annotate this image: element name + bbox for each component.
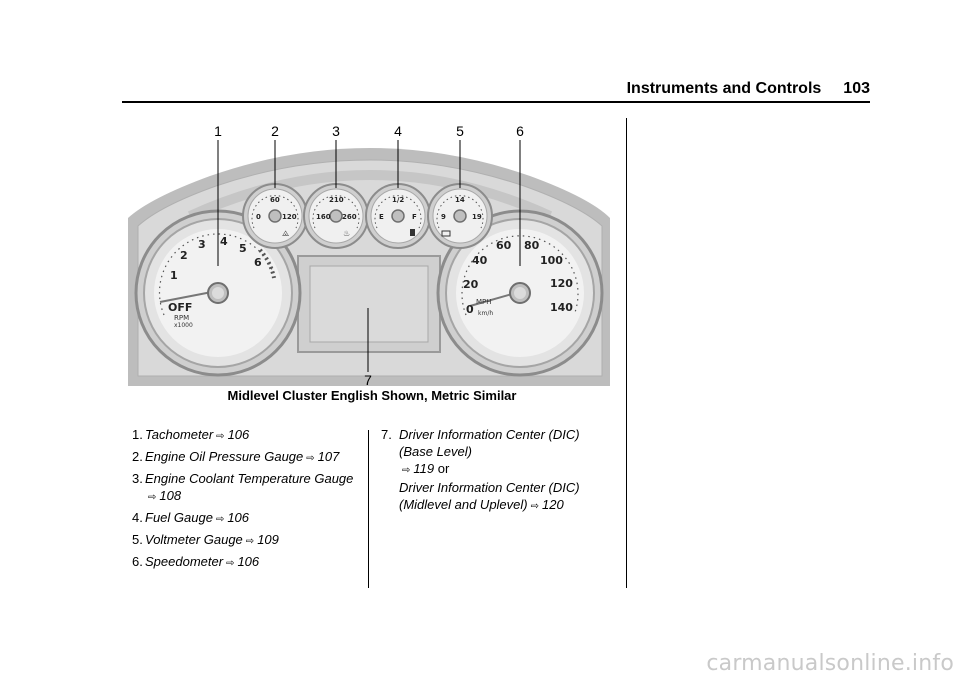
watermark: carmanualsonline.info [706,651,954,676]
callout-1: 1 [214,123,222,139]
fuel-tick-f: F [412,213,417,221]
oil-tick-0: 0 [256,213,261,221]
list-item: 7. Driver Information Center (DIC) (Base… [381,426,611,515]
tach-tick-1: 1 [170,269,178,282]
list-item: 5.Voltmeter Gauge109 [132,531,362,550]
callout-2: 2 [271,123,279,139]
speedometer: 0 20 40 60 80 100 120 140 MPH km/h [436,209,604,377]
link-tachometer[interactable]: Tachometer [145,427,214,442]
list-column-rule [368,430,369,588]
header-rule [122,101,870,103]
instrument-cluster-figure: OFF 1 2 3 4 5 6 RPM x1000 0 20 40 60 80 … [128,123,610,388]
speed-unit-metric: km/h [478,310,493,317]
speed-tick-20: 20 [463,278,479,291]
page-ref[interactable]: 106 [213,427,249,442]
oil-tick-60: 60 [270,196,280,204]
page-ref[interactable]: 106 [223,554,259,569]
oil-can-icon: ⨻ [282,229,289,238]
list-item: 6.Speedometer106 [132,553,362,572]
running-header: Instruments and Controls 103 [627,80,870,98]
section-title: Instruments and Controls [626,80,822,97]
callout-6: 6 [516,123,524,139]
callout-3: 3 [332,123,340,139]
callout-legend-right: 7. Driver Information Center (DIC) (Base… [381,426,611,518]
battery-icon [441,230,451,237]
volt-tick-14: 14 [455,196,465,204]
conjunction: or [437,461,450,476]
link-oil-pressure-gauge[interactable]: Engine Oil Pressure Gauge [145,449,304,464]
list-item: 4.Fuel Gauge106 [132,509,362,528]
page-ref[interactable]: 109 [243,532,279,547]
page-ref[interactable]: 106 [213,510,249,525]
speed-tick-60: 60 [496,239,512,252]
tach-tick-4: 4 [220,235,228,248]
page-ref[interactable]: 120 [528,497,564,512]
tach-tick-2: 2 [180,249,188,262]
tach-tick-5: 5 [239,242,247,255]
list-item: 2.Engine Oil Pressure Gauge107 [132,448,362,467]
page-ref[interactable]: 108 [145,488,181,503]
speed-tick-120: 120 [550,277,573,290]
tach-tick-6: 6 [254,256,262,269]
link-speedometer[interactable]: Speedometer [145,554,224,569]
tach-unit: RPM [174,314,189,322]
page-number: 103 [843,80,870,97]
speed-tick-80: 80 [524,239,540,252]
volt-tick-9: 9 [441,213,446,221]
page-ref[interactable]: 119 [399,461,434,476]
link-coolant-gauge[interactable]: Engine Coolant Temperature Gauge [145,471,354,486]
callout-7: 7 [364,372,372,388]
coolant-tick-160: 160 [316,213,331,221]
figure-caption: Midlevel Cluster English Shown, Metric S… [227,388,517,403]
thermometer-icon: ♨ [343,229,350,238]
dic-display [309,265,429,343]
callout-4: 4 [394,123,402,139]
speed-tick-40: 40 [472,254,488,267]
oil-pressure-gauge: 0 60 120 ⨻ [242,183,308,249]
fuel-gauge: E 1/2 F [365,183,431,249]
link-fuel-gauge[interactable]: Fuel Gauge [145,510,213,525]
link-voltmeter-gauge[interactable]: Voltmeter Gauge [145,532,243,547]
list-item: 1.Tachometer106 [132,426,362,445]
speed-tick-100: 100 [540,254,563,267]
fuel-tick-half: 1/2 [392,196,404,204]
coolant-temperature-gauge: 160 210 260 ♨ [303,183,369,249]
coolant-tick-210: 210 [329,196,344,204]
callout-legend-left: 1.Tachometer106 2.Engine Oil Pressure Ga… [132,426,362,575]
list-item: 3.Engine Coolant Temperature Gauge108 [132,470,362,506]
fuel-pump-icon [410,229,415,236]
page-ref[interactable]: 107 [303,449,339,464]
tach-tick-off: OFF [168,301,192,314]
coolant-tick-260: 260 [342,213,357,221]
column-rule [626,118,627,588]
fuel-tick-e: E [379,213,384,221]
voltmeter-gauge: 9 14 19 [427,183,493,249]
speed-unit: MPH [476,298,492,306]
speed-tick-0: 0 [466,303,474,316]
oil-tick-120: 120 [282,213,297,221]
link-dic-midlevel[interactable]: Driver Information Center (DIC) (Midleve… [399,480,580,512]
speed-tick-140: 140 [550,301,573,314]
volt-tick-19: 19 [472,213,482,221]
tach-tick-3: 3 [198,238,206,251]
link-dic-base[interactable]: Driver Information Center (DIC) (Base Le… [399,427,580,459]
tach-multiplier: x1000 [174,322,193,329]
callout-5: 5 [456,123,464,139]
